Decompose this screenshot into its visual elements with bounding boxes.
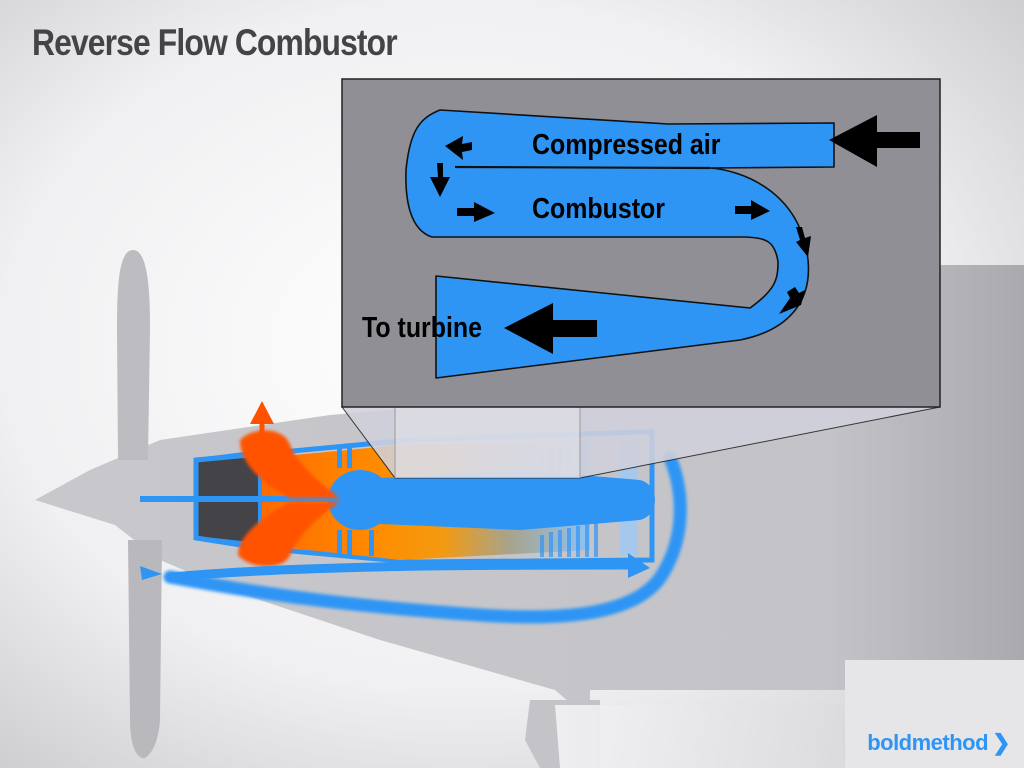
arrow-right-icon: [735, 200, 770, 220]
arrow-right-icon: [457, 202, 495, 222]
outlet-big-arrow-icon: [504, 303, 597, 354]
brand-name: boldmethod: [867, 730, 989, 755]
inset-projection: [341, 406, 941, 479]
arrow-down-icon: [430, 163, 450, 197]
arrow-down-left-icon: [779, 287, 805, 314]
page-title: Reverse Flow Combustor: [32, 22, 398, 63]
propeller: [117, 250, 162, 759]
exhaust-arrow: [250, 401, 274, 440]
arrow-down-icon: [796, 227, 811, 257]
label-combustor: Combustor: [532, 192, 665, 224]
combustor-liner: [454, 165, 711, 170]
engine-spool: [140, 470, 655, 530]
combustor-inset: Compressed air Combustor To turbine: [341, 78, 941, 408]
flow-arrows: [430, 136, 811, 314]
brand-logo[interactable]: boldmethod❯: [867, 730, 1010, 756]
label-to-turbine: To turbine: [362, 311, 482, 343]
arrow-left-icon: [445, 136, 472, 160]
label-compressed-air: Compressed air: [532, 128, 721, 160]
chevron-right-icon: ❯: [992, 730, 1010, 755]
flow-arrow-icon: [628, 553, 650, 578]
flow-path: [405, 109, 835, 379]
exhaust-plume: [238, 430, 340, 567]
inlet-arrow-icon: [140, 566, 162, 580]
inlet-airflow: [140, 451, 687, 624]
inlet-big-arrow-icon: [829, 115, 920, 167]
